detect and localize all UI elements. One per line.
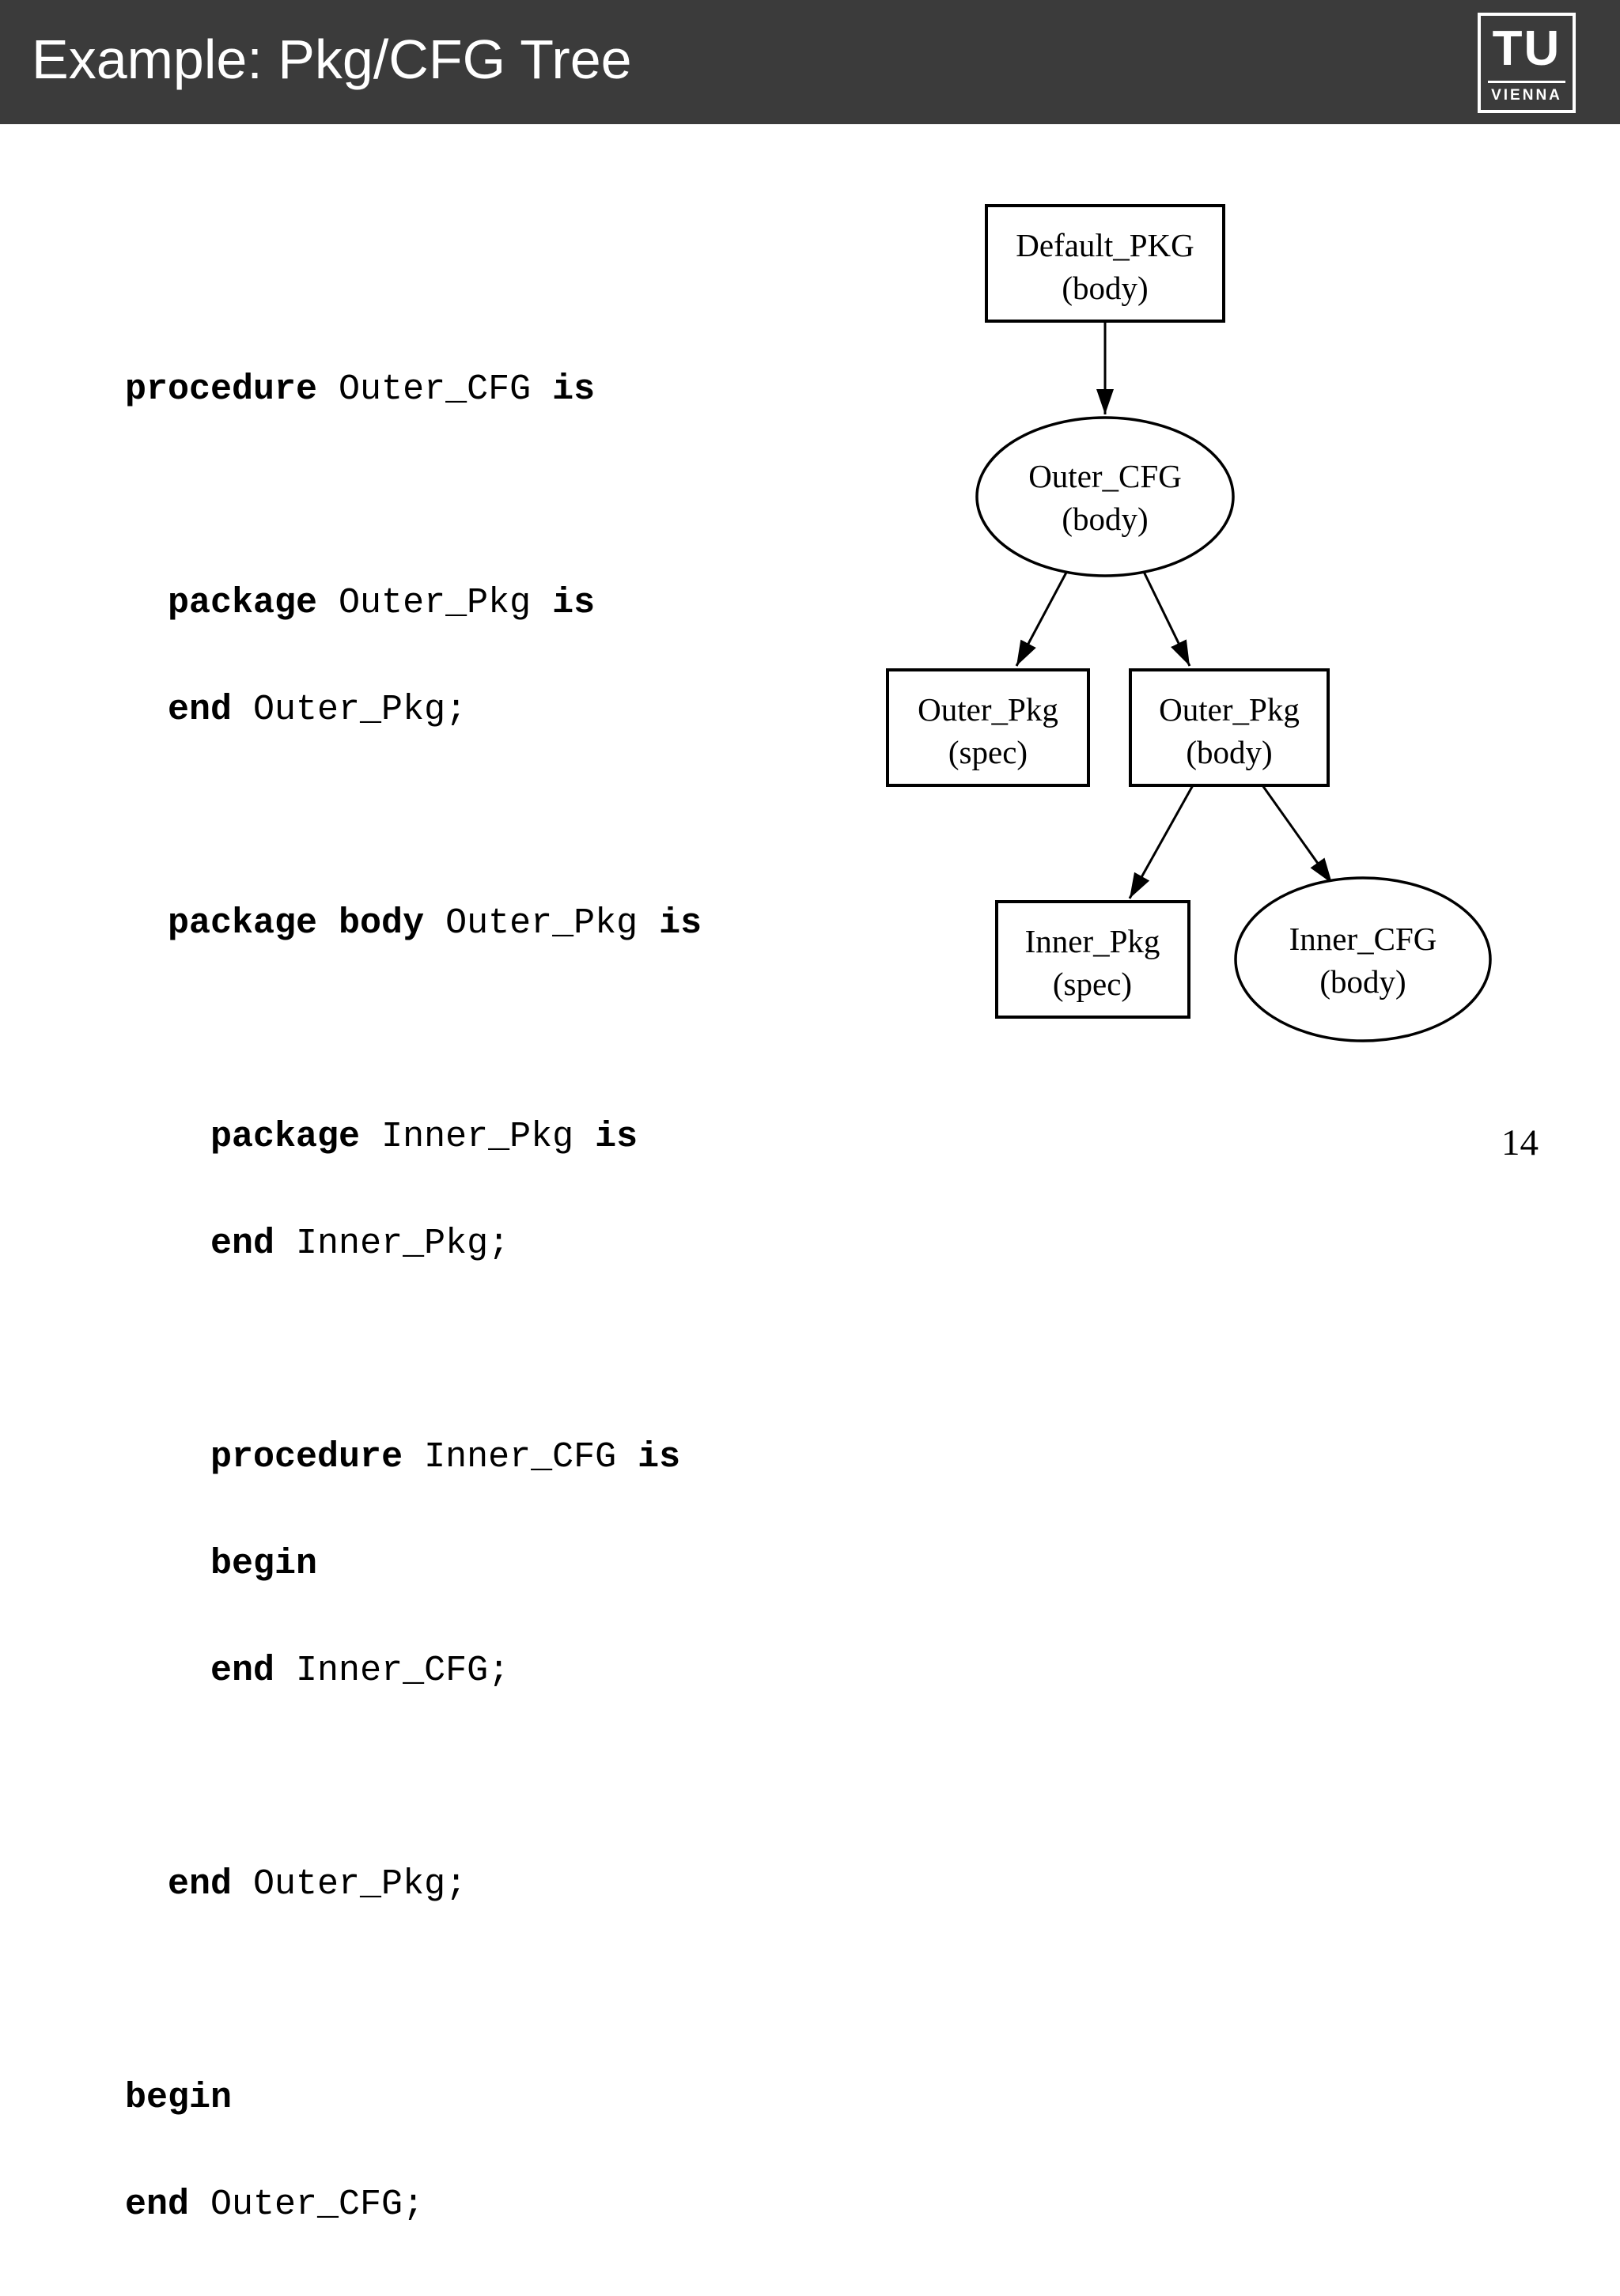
edge-outer-cfg-to-outer-pkg-body (1142, 571, 1191, 667)
code-indent (125, 1117, 210, 1157)
code-line: end Inner_Pkg; (125, 1226, 702, 1261)
node-inner-pkg-spec-box (995, 900, 1190, 1019)
edge-outer-cfg-to-outer-pkg-spec (1015, 570, 1069, 667)
code-identifier: Inner_Pkg (360, 1117, 596, 1157)
code-indent (125, 903, 168, 944)
node-default-pkg-box (985, 204, 1225, 323)
code-keyword: begin (210, 1544, 318, 1584)
code-keyword: procedure (125, 369, 318, 410)
code-line: package body Outer_Pkg is (125, 906, 702, 941)
code-line: package Inner_Pkg is (125, 1119, 702, 1155)
node-inner-cfg-ellipse (1234, 876, 1492, 1042)
code-line: end Outer_CFG; (125, 2187, 702, 2222)
code-identifier: Outer_Pkg; (232, 1864, 467, 1905)
code-keyword: is (552, 583, 596, 623)
node-inner-cfg-label: Inner_CFG (1289, 921, 1437, 957)
code-line: package Outer_Pkg is (125, 585, 702, 621)
slide-title: Example: Pkg/CFG Tree (32, 28, 632, 90)
code-keyword: is (595, 1117, 638, 1157)
edge-outer-pkg-body-to-inner-pkg-spec (1128, 785, 1194, 899)
tu-logo-divider (1488, 81, 1565, 83)
tu-vienna-logo: TU VIENNA (1478, 13, 1576, 113)
code-line-blank (125, 1760, 702, 1795)
node-outer-pkg-body-sub: (body) (1186, 734, 1272, 770)
page-number: 14 (1501, 1122, 1539, 1163)
code-line: procedure Outer_CFG is (125, 372, 702, 407)
code-indent (125, 1864, 168, 1905)
edge-outer-pkg-body-to-inner-cfg (1261, 785, 1334, 884)
code-identifier: Inner_CFG; (274, 1651, 510, 1691)
code-keyword: begin (125, 2078, 233, 2118)
code-keyword: package body (168, 903, 425, 944)
code-indent (125, 1651, 210, 1691)
node-outer-cfg-label: Outer_CFG (1028, 458, 1182, 494)
code-line: begin (125, 2080, 702, 2116)
code-identifier: Outer_Pkg (424, 903, 660, 944)
node-outer-pkg-spec-sub: (spec) (948, 734, 1028, 770)
code-keyword: end (168, 1864, 233, 1905)
title-bar: Example: Pkg/CFG Tree TU VIENNA (0, 0, 1620, 124)
code-line-blank (125, 1973, 702, 2009)
code-line: end Inner_CFG; (125, 1653, 702, 1689)
code-identifier: Inner_Pkg; (274, 1224, 510, 1264)
code-identifier: Inner_CFG (403, 1437, 638, 1477)
code-keyword: is (638, 1437, 681, 1477)
code-keyword: package (168, 583, 318, 623)
node-inner-pkg-spec-label: Inner_Pkg (1025, 923, 1160, 959)
code-line: end Outer_Pkg; (125, 1867, 702, 1902)
node-default-pkg-sub: (body) (1062, 270, 1148, 306)
code-keyword: end (210, 1651, 275, 1691)
pkg-cfg-tree-diagram: Default_PKG (body) Outer_CFG (body) Oute… (886, 204, 1492, 1042)
code-line-blank (125, 478, 702, 514)
code-keyword: is (659, 903, 702, 944)
code-line-blank (125, 1012, 702, 1048)
code-keyword: procedure (210, 1437, 403, 1477)
node-outer-pkg-spec-box (886, 668, 1090, 787)
node-outer-pkg-body-label: Outer_Pkg (1159, 691, 1300, 728)
node-outer-pkg-body-box (1129, 668, 1330, 787)
code-keyword: end (125, 2184, 190, 2225)
code-line: end Outer_Pkg; (125, 692, 702, 728)
code-identifier: Outer_CFG (317, 369, 553, 410)
code-line: begin (125, 1546, 702, 1582)
node-inner-cfg-sub: (body) (1319, 963, 1406, 1000)
code-indent (125, 583, 168, 623)
code-keyword: package (210, 1117, 361, 1157)
code-keyword: is (552, 369, 596, 410)
code-keyword: end (210, 1224, 275, 1264)
node-outer-pkg-spec-label: Outer_Pkg (918, 691, 1058, 728)
code-keyword: end (168, 690, 233, 730)
code-identifier: Outer_Pkg (317, 583, 553, 623)
node-default-pkg-label: Default_PKG (1016, 227, 1194, 263)
tu-logo-acronym: TU (1492, 21, 1561, 76)
code-line: procedure Inner_CFG is (125, 1439, 702, 1475)
node-outer-cfg-ellipse (975, 416, 1235, 577)
code-line-blank (125, 1333, 702, 1368)
slide: Example: Pkg/CFG Tree TU VIENNA procedur… (0, 0, 1620, 2222)
code-indent (125, 1544, 210, 1584)
code-indent (125, 1224, 210, 1264)
node-inner-pkg-spec-sub: (spec) (1053, 966, 1132, 1002)
tu-logo-city: VIENNA (1491, 87, 1562, 104)
code-indent (125, 1437, 210, 1477)
code-line-blank (125, 799, 702, 834)
code-indent (125, 690, 168, 730)
code-identifier: Outer_Pkg; (232, 690, 467, 730)
code-identifier: Outer_CFG; (189, 2184, 425, 2225)
node-outer-cfg-sub: (body) (1062, 501, 1148, 537)
code-listing: procedure Outer_CFG is package Outer_Pkg… (125, 301, 702, 2294)
